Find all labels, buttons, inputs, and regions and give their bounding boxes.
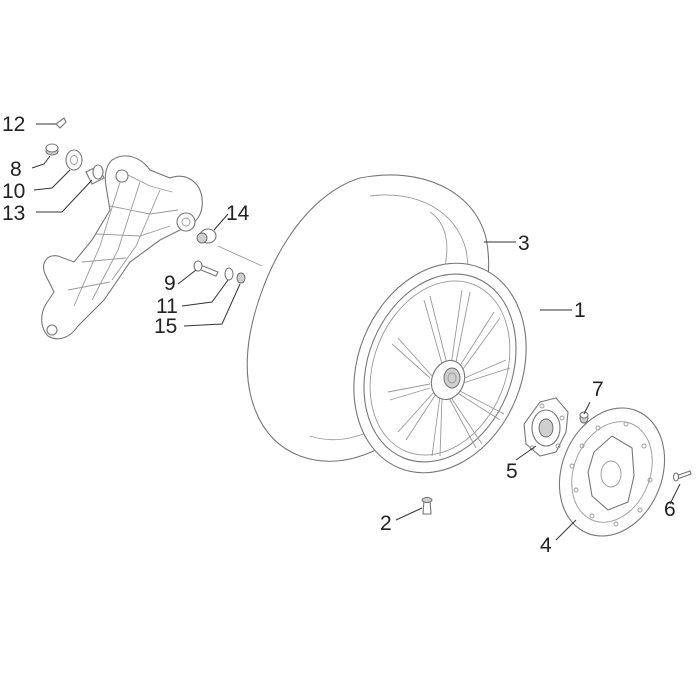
disc-screw (672, 470, 692, 482)
callout-12: 12 (2, 113, 25, 136)
leader-10 (33, 169, 71, 191)
axle-line (217, 245, 263, 267)
leader-11 (181, 279, 229, 307)
rim (353, 262, 527, 474)
bearing-10 (65, 149, 83, 171)
callout-5: 5 (506, 460, 518, 483)
callout-9: 9 (164, 272, 176, 295)
callout-3: 3 (518, 232, 530, 255)
disc-hub (523, 397, 569, 457)
hub-screw (579, 411, 589, 424)
callout-15: 15 (154, 315, 177, 338)
callout-4: 4 (540, 534, 552, 557)
spacer-13 (85, 164, 105, 185)
leader-6 (669, 483, 681, 505)
leader-14 (213, 213, 229, 231)
leader-15 (183, 283, 241, 327)
callout-14: 14 (226, 202, 250, 225)
leader-7 (583, 401, 591, 415)
callout-10: 10 (2, 180, 25, 203)
callout-labels: 1 2 3 4 5 6 7 8 9 10 11 12 13 14 15 (2, 113, 676, 557)
bushing-14 (196, 228, 217, 244)
callout-11: 11 (156, 295, 178, 318)
callout-8: 8 (10, 158, 22, 181)
leader-2 (395, 507, 423, 521)
leader-9 (177, 269, 197, 285)
callout-6: 6 (664, 498, 676, 521)
leader-4 (555, 519, 577, 541)
nut-8 (45, 143, 59, 156)
callout-2: 2 (380, 512, 392, 535)
callout-1: 1 (574, 299, 586, 322)
clip-12 (55, 117, 67, 129)
leader-5 (515, 445, 537, 461)
nut-15 (236, 272, 246, 284)
leader-8 (31, 155, 51, 169)
valve (421, 497, 433, 515)
callout-7: 7 (592, 378, 604, 401)
callout-13: 13 (2, 202, 25, 225)
swingarm-bracket (41, 155, 203, 340)
brake-disc (558, 407, 666, 537)
washer-11 (224, 267, 234, 281)
bolt-9 (193, 260, 219, 277)
leader-lines (31, 123, 681, 541)
leader-13 (36, 179, 93, 213)
